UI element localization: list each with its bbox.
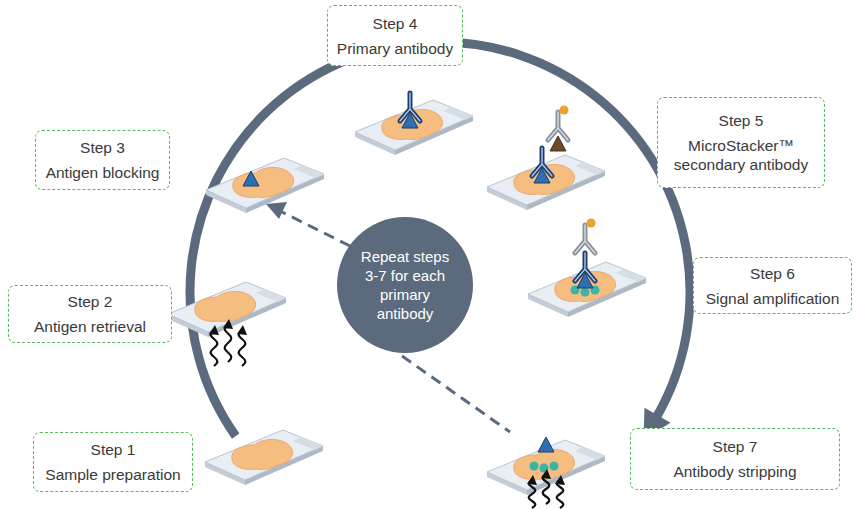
amplified-signal-dot xyxy=(530,462,539,471)
step-name: Antigen retrieval xyxy=(34,317,146,336)
heat-arrowhead xyxy=(541,469,551,479)
heat-arrowhead xyxy=(223,319,233,329)
repeat-note: Repeat steps 3-7 for each primary antibo… xyxy=(353,247,457,323)
slide-label-area xyxy=(256,289,286,302)
glass-slide xyxy=(168,282,286,337)
step-box: Step 5 MicroStacker™ secondary antibody xyxy=(657,97,825,188)
step-box: Step 7 Antibody stripping xyxy=(630,428,840,490)
cycle-arc xyxy=(190,42,690,436)
glass-slide xyxy=(355,100,473,155)
glass-slide xyxy=(205,430,323,485)
tissue-sample xyxy=(195,291,256,321)
step-name: Antigen blocking xyxy=(46,163,160,182)
repeat-arrowhead xyxy=(266,202,287,219)
step-number: Step 4 xyxy=(373,14,418,33)
step-box: Step 4 Primary antibody xyxy=(327,5,463,66)
repeat-circle: Repeat steps 3-7 for each primary antibo… xyxy=(337,217,473,353)
step-name: Signal amplification xyxy=(706,289,840,308)
slide-face xyxy=(168,282,286,332)
slide-face xyxy=(355,100,473,150)
heat-arrowhead xyxy=(527,475,537,485)
tissue-sample xyxy=(555,271,616,301)
slide-label-area xyxy=(293,437,323,450)
heat-arrowhead xyxy=(209,325,219,335)
slide-face xyxy=(487,155,605,205)
step-number: Step 1 xyxy=(91,440,136,459)
step-box: Step 6 Signal amplification xyxy=(693,257,852,314)
tissue-sample xyxy=(514,449,575,479)
step-number: Step 3 xyxy=(80,138,125,157)
step-number: Step 5 xyxy=(719,111,764,130)
heat-arrowhead xyxy=(237,325,247,335)
enzyme-dot xyxy=(560,106,569,115)
amplified-signal-dot xyxy=(550,462,559,471)
step-box: Step 3 Antigen blocking xyxy=(35,130,170,190)
step-box: Step 2 Antigen retrieval xyxy=(8,285,172,343)
antibody-outline xyxy=(575,225,595,253)
step-name: MicroStacker™ secondary antibody xyxy=(670,136,812,174)
slide-label-area xyxy=(616,269,646,282)
step-name: Antibody stripping xyxy=(673,462,796,481)
enzyme-dot xyxy=(587,219,596,228)
antibody-core xyxy=(400,93,420,121)
antigen-triangle xyxy=(243,171,259,186)
slide-label-area xyxy=(443,107,473,120)
repeat-dashed-line xyxy=(402,356,510,432)
circle-outline xyxy=(337,217,473,353)
heat-arrowhead xyxy=(555,475,565,485)
heat-wave xyxy=(225,324,232,362)
slide-label-area xyxy=(294,165,324,178)
repeat-dashed-arrow xyxy=(282,212,350,246)
antibody-outline xyxy=(532,148,552,176)
antigen-triangle xyxy=(550,136,566,151)
antibody-core xyxy=(532,148,552,176)
step-name: Primary antibody xyxy=(337,39,453,58)
step-box: Step 1 Sample preparation xyxy=(33,432,193,492)
step-number: Step 7 xyxy=(713,437,758,456)
slide-face xyxy=(205,430,323,480)
step-name: Sample preparation xyxy=(45,465,180,484)
antibody-outline xyxy=(575,253,595,281)
slide-label-area xyxy=(575,162,605,175)
slide-face xyxy=(206,158,324,208)
amplified-signal-dot xyxy=(581,288,590,297)
heat-wave xyxy=(239,330,246,366)
tissue-sample xyxy=(233,167,294,197)
tissue-sample xyxy=(232,439,293,469)
glass-slide xyxy=(206,158,324,213)
antigen-triangle xyxy=(538,437,554,452)
slide-label-area xyxy=(575,447,605,460)
antibody-outline xyxy=(400,93,420,121)
glass-slide xyxy=(487,155,605,210)
step-number: Step 6 xyxy=(750,264,795,283)
heat-wave xyxy=(211,330,218,366)
antibody-core xyxy=(575,225,595,253)
antibody-core xyxy=(575,253,595,281)
circle-fill xyxy=(337,217,473,353)
step-number: Step 2 xyxy=(68,292,113,311)
